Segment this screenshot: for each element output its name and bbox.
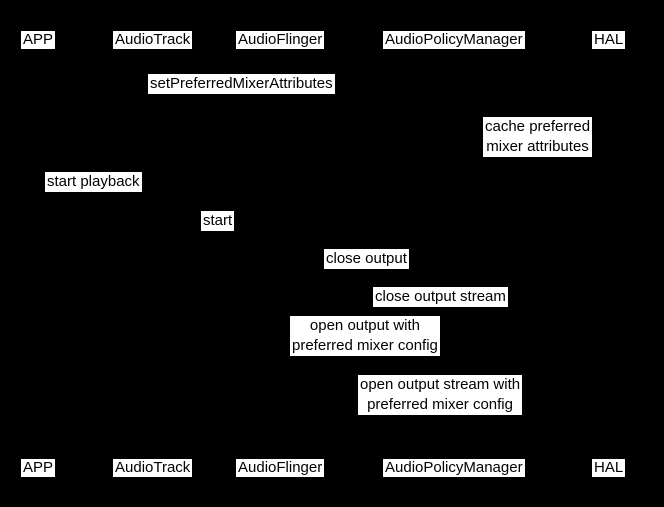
- participant-app-bottom: APP: [21, 459, 56, 477]
- message-cache-preferred-mixer-attributes: cache preferred mixer attributes: [483, 117, 593, 157]
- participant-audiopolicymanager-bottom: AudioPolicyManager: [383, 459, 525, 477]
- message-close-output: close output: [324, 249, 409, 269]
- message-start: start: [201, 211, 235, 231]
- participant-hal-top: HAL: [592, 31, 626, 49]
- participant-audiotrack-bottom: AudioTrack: [113, 459, 193, 477]
- participant-audiotrack-top: AudioTrack: [113, 31, 193, 49]
- participant-app-top: APP: [21, 31, 56, 49]
- participant-audiopolicymanager-top: AudioPolicyManager: [383, 31, 525, 49]
- participant-audioflinger-bottom: AudioFlinger: [236, 459, 325, 477]
- message-start-playback: start playback: [45, 172, 142, 192]
- message-open-output-with-preferred-mixer-config: open output with preferred mixer config: [290, 316, 440, 356]
- participant-hal-bottom: HAL: [592, 459, 626, 477]
- message-set-preferred-mixer-attributes: setPreferredMixerAttributes: [148, 74, 335, 94]
- participant-audioflinger-top: AudioFlinger: [236, 31, 325, 49]
- message-close-output-stream: close output stream: [373, 287, 508, 307]
- message-open-output-stream-with-preferred-mixer-config: open output stream with preferred mixer …: [358, 375, 523, 415]
